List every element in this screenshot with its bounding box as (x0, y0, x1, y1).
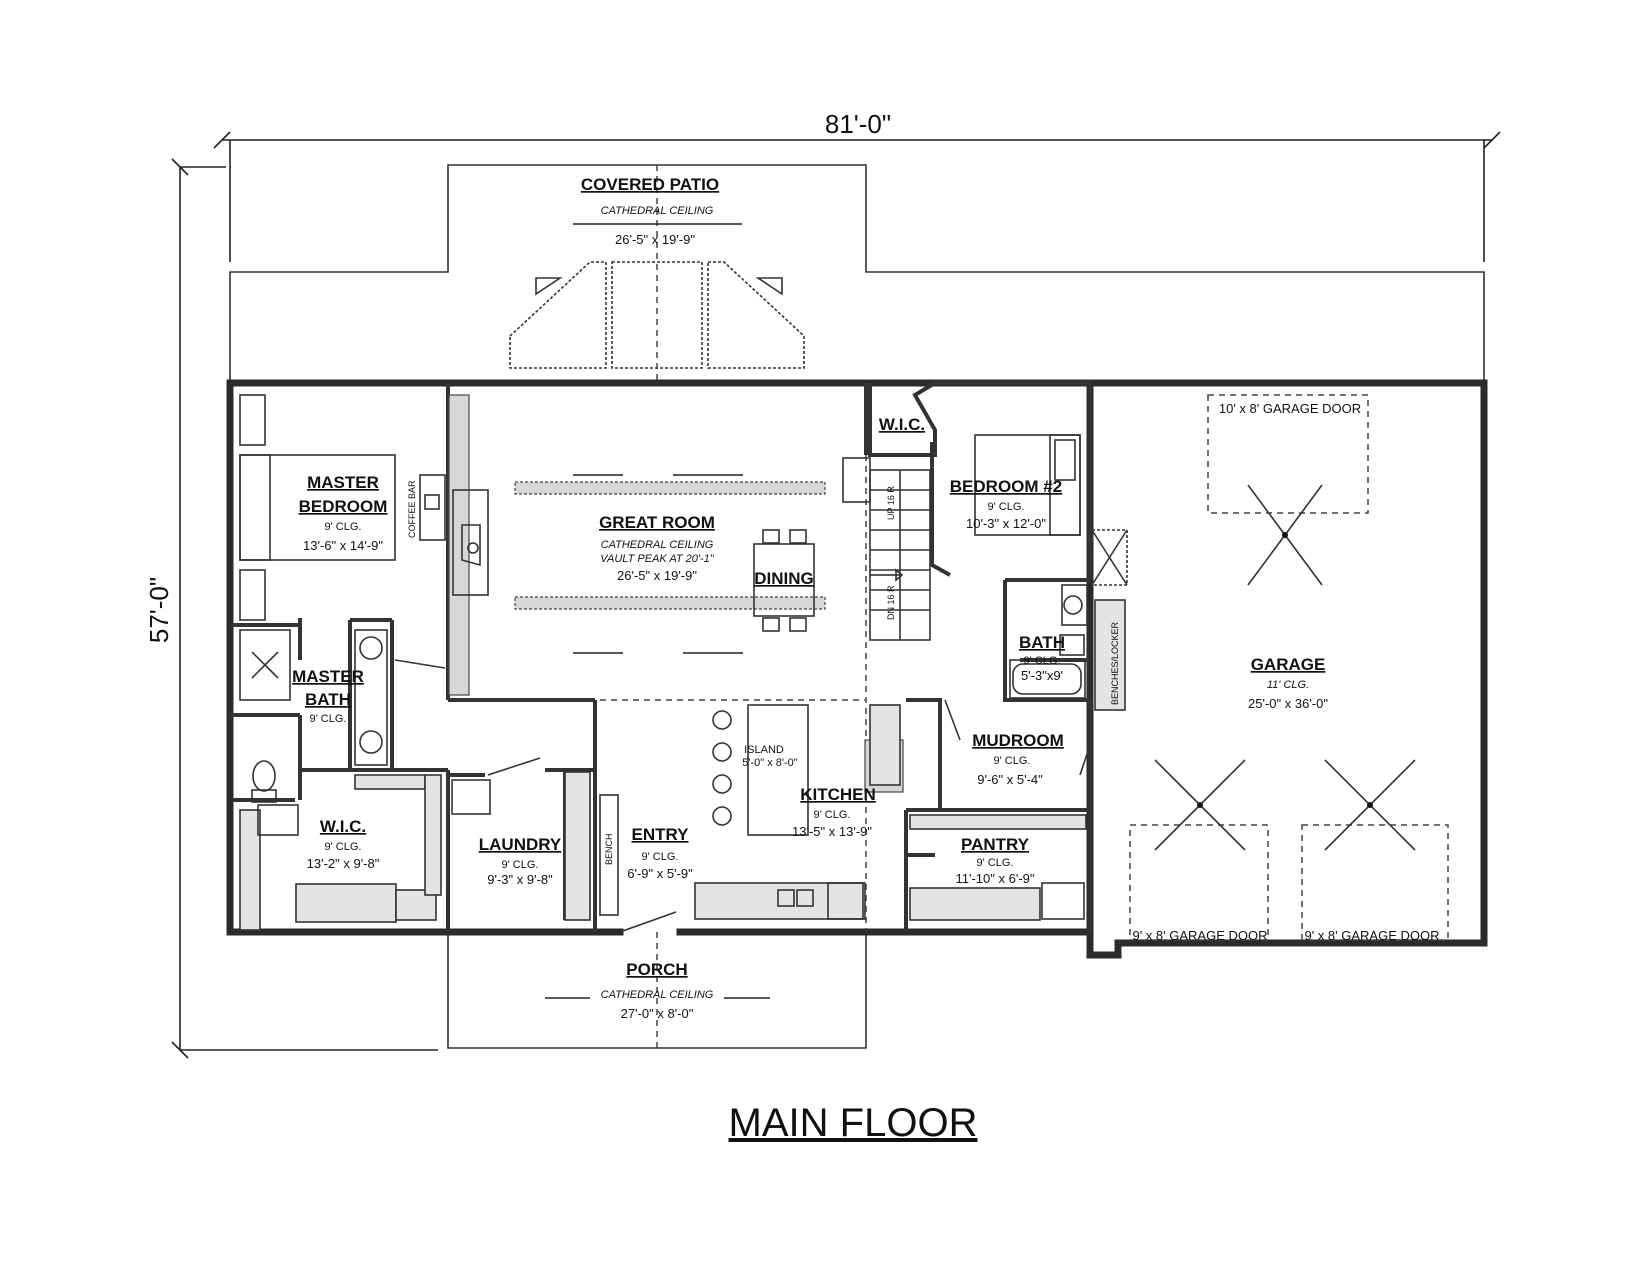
room-name: KITCHEN (800, 785, 876, 804)
room-master-bath: MASTER BATH 9' CLG. (292, 667, 364, 725)
room-size: 27'-0" x 8'-0" (621, 1006, 694, 1021)
roof-outline (229, 164, 1485, 1049)
room-entry: ENTRY 9' CLG. 6'-9" x 5'-9" (627, 825, 693, 881)
patio-skylights (509, 261, 805, 369)
room-ceiling: 9' CLG. (977, 857, 1014, 869)
room-ceiling: 9' CLG. (814, 809, 851, 821)
room-ceiling: 9' CLG. (310, 713, 347, 725)
room-name: BATH (1019, 633, 1065, 652)
room-master-bedroom: MASTER BEDROOM 9' CLG. 13'-6" x 14'-9" (299, 473, 388, 553)
depth-dimension-label: 57'-0" (144, 577, 174, 643)
room-name: MUDROOM (972, 731, 1064, 750)
room-name-line1: MASTER (292, 667, 364, 686)
room-name: GREAT ROOM (599, 513, 715, 532)
dimension-lines (171, 131, 1501, 1059)
room-bedroom-2: BEDROOM #2 9' CLG. 10'-3" x 12'-0" (950, 477, 1062, 531)
room-size: 5'-0" x 8'-0" (742, 757, 798, 769)
room-pantry: PANTRY 9' CLG. 11'-10" x 6'-9" (956, 835, 1035, 886)
room-great-room: GREAT ROOM CATHEDRAL CEILING VAULT PEAK … (599, 513, 715, 583)
room-garage: GARAGE 11' CLG. 25'-0" x 36'-0" (1248, 655, 1328, 711)
room-name: BEDROOM #2 (950, 477, 1062, 496)
room-size: 11'-10" x 6'-9" (956, 871, 1035, 886)
room-name-line1: MASTER (307, 473, 379, 492)
room-ceiling: CATHEDRAL CEILING (601, 539, 714, 551)
width-dimension-label: 81'-0" (825, 109, 891, 139)
room-name: PANTRY (961, 835, 1030, 854)
room-size: 9'-3" x 9'-8" (487, 872, 553, 887)
room-covered-patio: COVERED PATIO CATHEDRAL CEILING 26'-5" x… (573, 175, 742, 247)
room-ceiling: 11' CLG. (1267, 679, 1309, 691)
room-name: LAUNDRY (479, 835, 562, 854)
room-ceiling: 9' CLG. (325, 521, 362, 533)
room-name: GARAGE (1251, 655, 1326, 674)
room-ceiling: 9' CLG. (1024, 655, 1061, 667)
room-name: COVERED PATIO (581, 175, 719, 194)
room-laundry: LAUNDRY 9' CLG. 9'-3" x 9'-8" (479, 835, 562, 887)
garage-door-top-label: 10' x 8' GARAGE DOOR (1219, 401, 1361, 416)
room-name-line2: BEDROOM (299, 497, 388, 516)
garage-door-right-label: 9' x 8' GARAGE DOOR (1305, 928, 1440, 943)
room-ceiling: 9' CLG. (642, 851, 679, 863)
room-size: 26'-5" x 19'-9" (615, 232, 695, 247)
room-size: 25'-0" x 36'-0" (1248, 696, 1328, 711)
room-ceiling: 9' CLG. (325, 841, 362, 853)
fixtures (239, 394, 1449, 941)
room-ceiling: 9' CLG. (994, 755, 1031, 767)
room-ceiling: CATHEDRAL CEILING (601, 989, 714, 1001)
room-porch: PORCH CATHEDRAL CEILING 27'-0" x 8'-0" (545, 960, 770, 1021)
room-name: ISLAND (744, 744, 784, 756)
down-stairs-label: DN 16 R (886, 585, 896, 620)
bench-locker-label: BENCHES/LOCKER (1110, 621, 1120, 705)
room-wic-lower: W.I.C. 9' CLG. 13'-2" x 9'-8" (307, 817, 380, 871)
room-size: 13'-5" x 13'-9" (792, 824, 872, 839)
room-ceiling: CATHEDRAL CEILING (601, 205, 714, 217)
room-size: 13'-2" x 9'-8" (307, 856, 380, 871)
room-kitchen: KITCHEN 9' CLG. 13'-5" x 13'-9" (792, 785, 876, 839)
room-size: 26'-5" x 19'-9" (617, 568, 697, 583)
room-bath: BATH 9' CLG. 5'-3"x9' (1019, 633, 1065, 683)
coffee-bar-label: COFFEE BAR (407, 480, 417, 538)
room-island: ISLAND 5'-0" x 8'-0" (742, 744, 798, 769)
page-title: MAIN FLOOR (729, 1101, 978, 1145)
room-name: PORCH (626, 960, 687, 979)
room-wic-upper-name: W.I.C. (879, 415, 925, 434)
bench-label: BENCH (604, 833, 614, 865)
room-name-line2: BATH (305, 690, 351, 709)
room-dining-name: DINING (754, 569, 814, 588)
room-mudroom: MUDROOM 9' CLG. 9'-6" x 5'-4" (972, 731, 1064, 787)
room-name: ENTRY (632, 825, 690, 844)
room-vault: VAULT PEAK AT 20'-1" (600, 553, 714, 565)
garage-door-left-label: 9' x 8' GARAGE DOOR (1133, 928, 1268, 943)
room-size: 13'-6" x 14'-9" (303, 538, 383, 553)
room-size: 6'-9" x 5'-9" (627, 866, 693, 881)
room-name: W.I.C. (320, 817, 366, 836)
interior-walls (230, 381, 1092, 932)
room-size: 9'-6" x 5'-4" (977, 772, 1043, 787)
up-stairs-label: UP 16 R (886, 486, 896, 520)
room-size: 5'-3"x9' (1021, 668, 1063, 683)
room-size: 10'-3" x 12'-0" (966, 516, 1046, 531)
room-ceiling: 9' CLG. (988, 501, 1025, 513)
room-ceiling: 9' CLG. (502, 859, 539, 871)
